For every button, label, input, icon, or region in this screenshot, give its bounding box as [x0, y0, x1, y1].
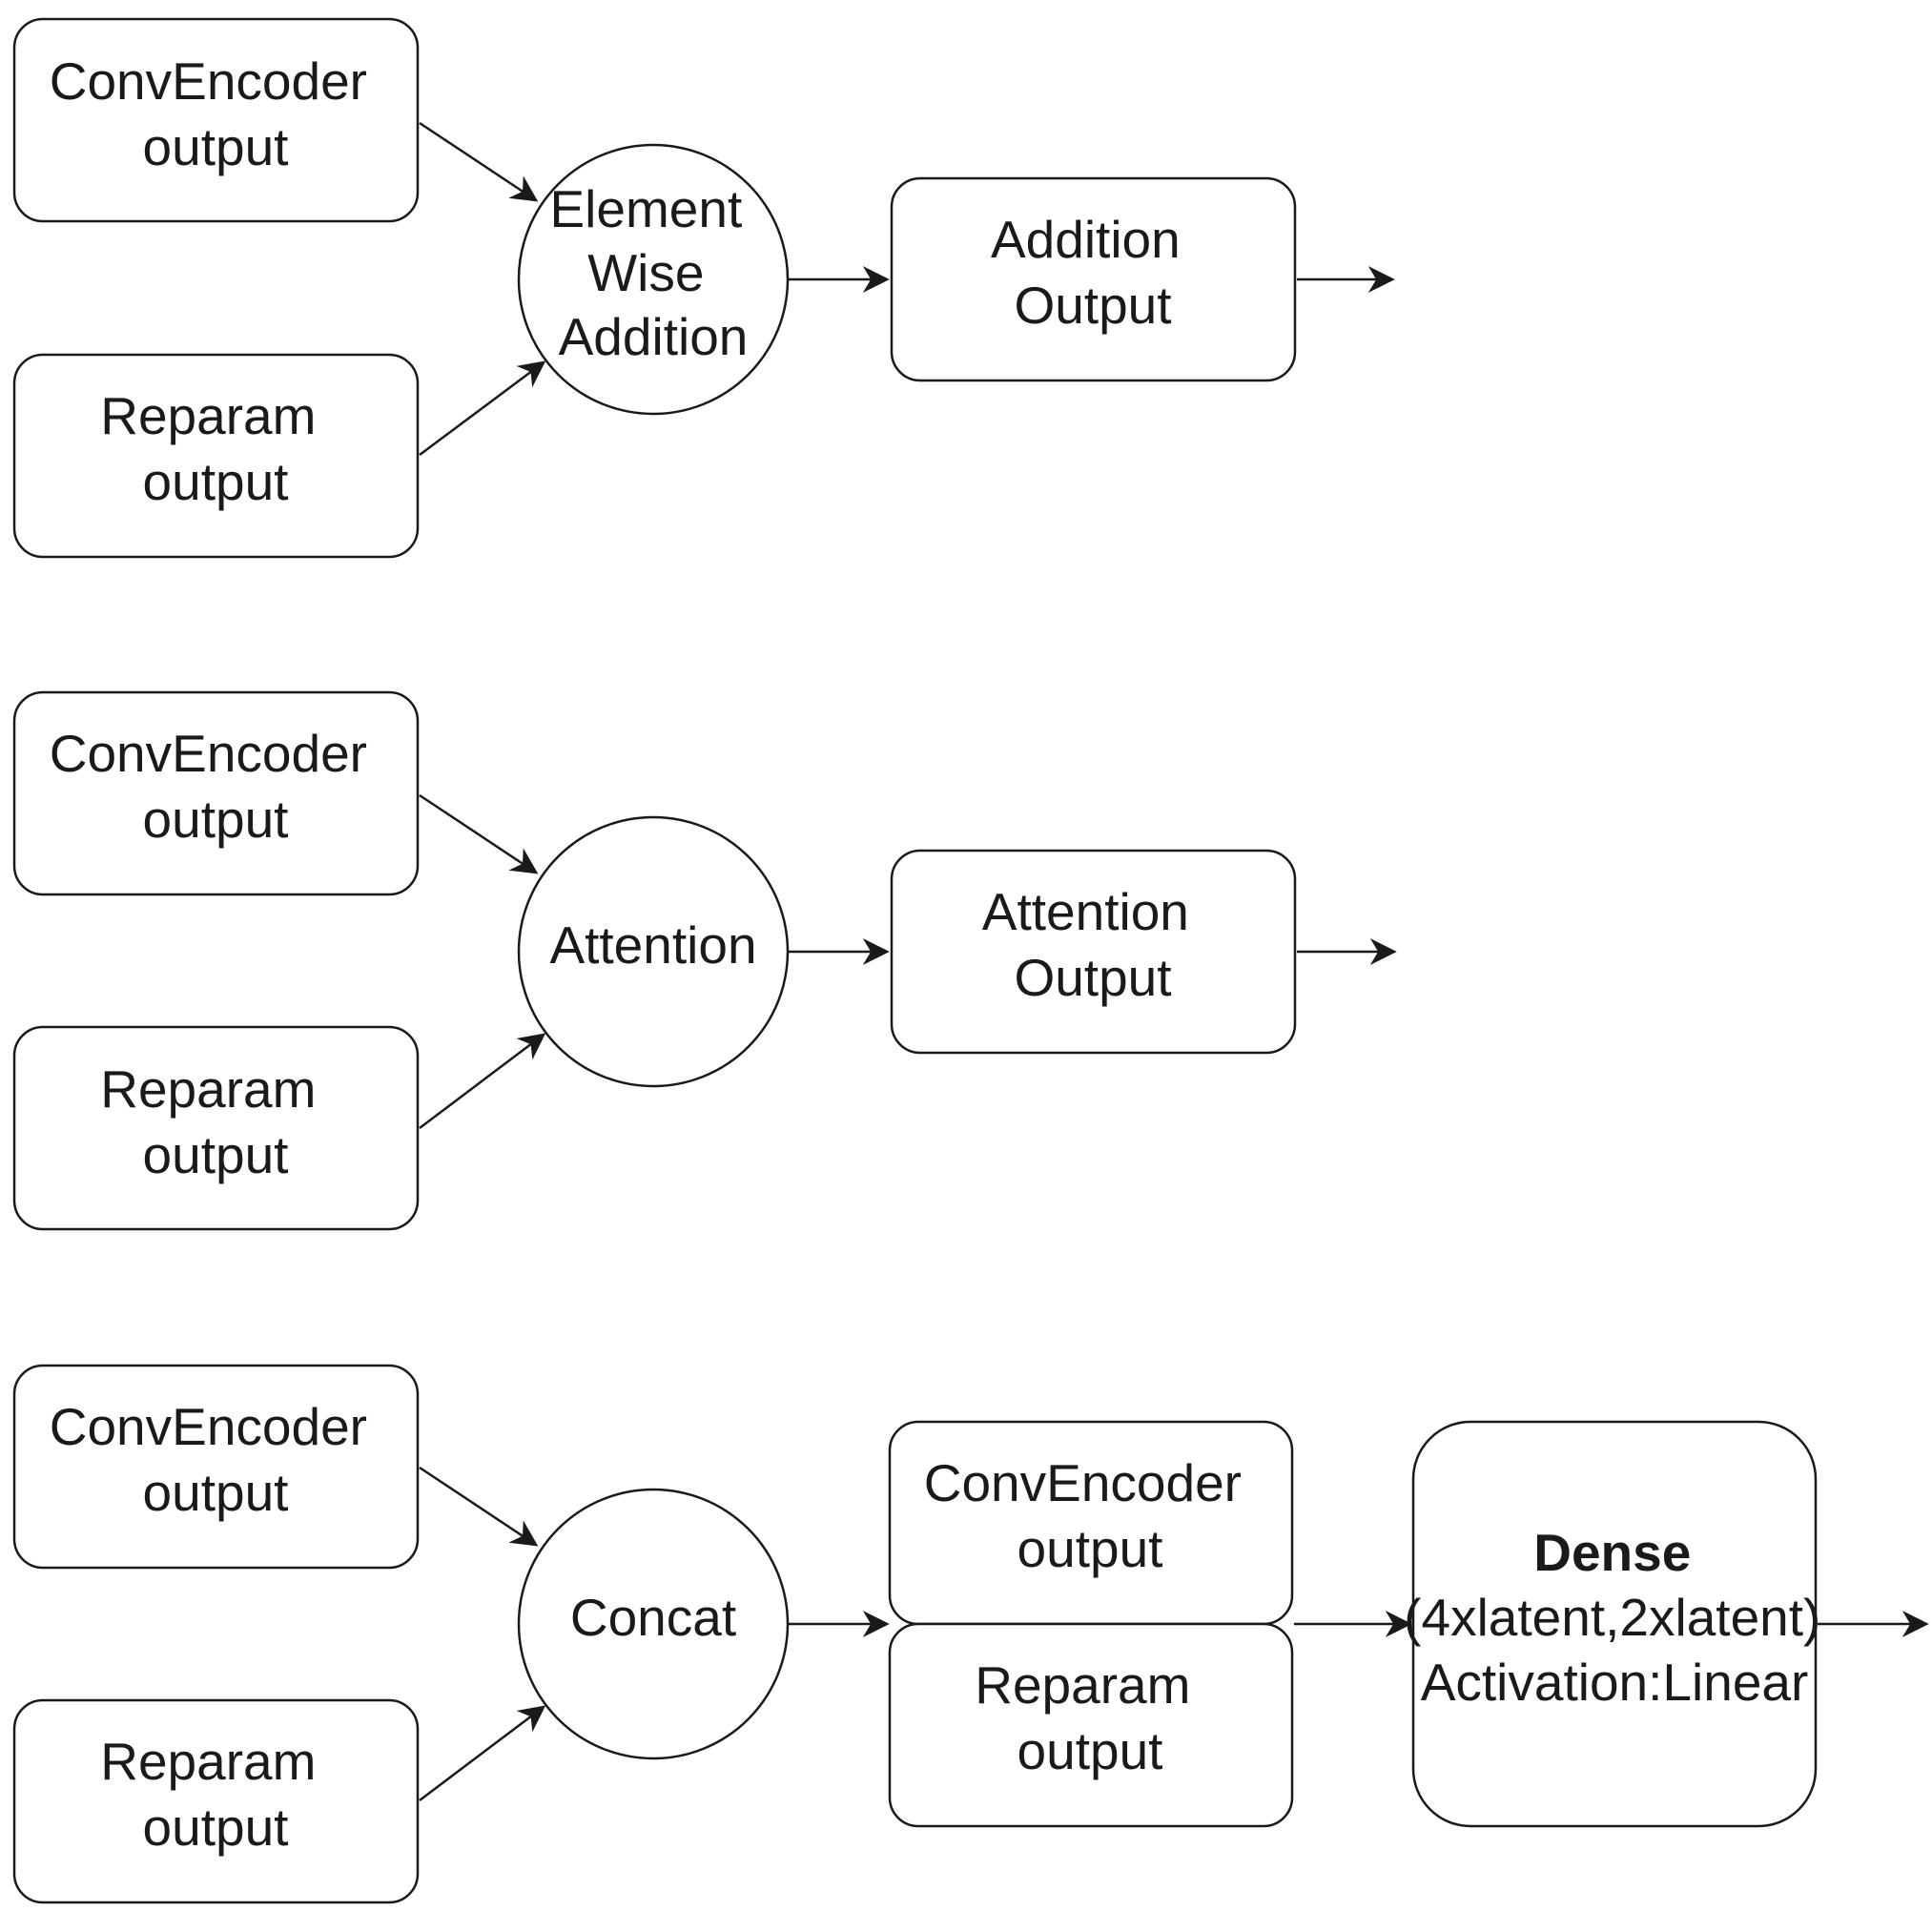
- concat-stack-reparam-label: Reparam output: [975, 1655, 1205, 1780]
- element-wise-addition-label: Element Wise Addition: [549, 179, 756, 366]
- addition-output-box: [890, 176, 1297, 382]
- convencoder-output-label: ConvEncoder output: [50, 51, 382, 176]
- convencoder-output-label: ConvEncoder output: [50, 1397, 382, 1522]
- reparam-output-label: Reparam output: [100, 1059, 331, 1184]
- arrow-convencoder-to-attention: [419, 793, 539, 874]
- concat-stack-reparam-box: [888, 1622, 1294, 1828]
- reparam-output-box: [12, 353, 420, 559]
- reparam-output-label: Reparam output: [100, 386, 331, 511]
- dense-layer-label: Dense (4xlatent,2xlatent) Activation:Lin…: [1404, 1523, 1825, 1712]
- row-attention: ConvEncoder output Reparam output Attent…: [12, 690, 1397, 1231]
- attention-output-label: Attention Output: [982, 882, 1203, 1007]
- row-concat: ConvEncoder output Reparam output Concat…: [12, 1364, 1929, 1904]
- addition-output-label: Addition Output: [991, 210, 1195, 335]
- concat-stack-convencoder-label: ConvEncoder output: [924, 1453, 1257, 1578]
- reparam-output-label: Reparam output: [100, 1732, 331, 1857]
- attention-node: [517, 815, 790, 1088]
- convencoder-output-box: [12, 17, 420, 223]
- dense-layer-box: [1411, 1420, 1818, 1828]
- arrow-reparam-to-concat: [419, 1705, 546, 1801]
- convencoder-output-label: ConvEncoder output: [50, 724, 382, 849]
- convencoder-output-box: [12, 1364, 420, 1570]
- arrow-convencoder-to-concat: [419, 1466, 539, 1547]
- concat-node-label: Concat: [570, 1588, 736, 1647]
- attention-node-label: Attention: [549, 915, 756, 975]
- convencoder-output-box: [12, 690, 420, 896]
- element-wise-addition-node: [517, 143, 790, 416]
- reparam-output-box: [12, 1698, 420, 1904]
- reparam-output-box: [12, 1025, 420, 1231]
- attention-output-box: [890, 849, 1297, 1055]
- concat-node: [517, 1488, 790, 1760]
- row-element-wise-addition: ConvEncoder output Reparam output Elemen…: [12, 17, 1395, 559]
- arrow-reparam-to-attention: [419, 1033, 546, 1129]
- arrow-reparam-to-addition: [419, 360, 546, 457]
- arrow-convencoder-to-addition: [419, 121, 539, 202]
